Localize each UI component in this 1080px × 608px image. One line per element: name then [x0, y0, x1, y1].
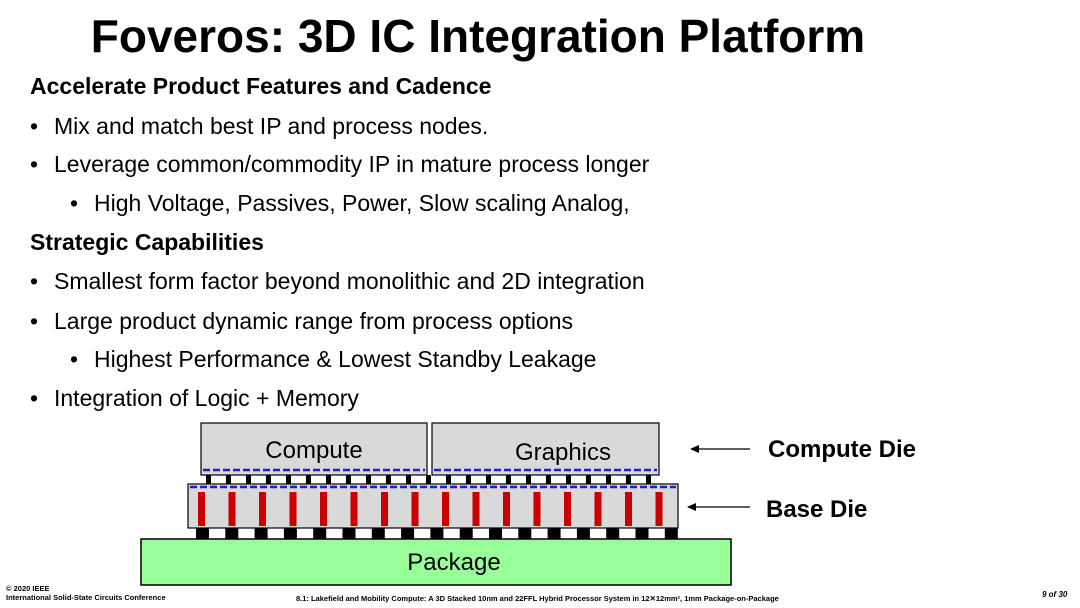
package-bump [459, 528, 473, 539]
package-bump [547, 528, 561, 539]
micro-bump [546, 475, 551, 484]
compute-die-block [200, 422, 428, 476]
base-die-callout: Base Die [766, 496, 868, 523]
tsv-pillar [625, 492, 632, 526]
package-bump [518, 528, 532, 539]
micro-bump [426, 475, 431, 484]
package-bump [254, 528, 268, 539]
compute-die-callout: Compute Die [768, 436, 917, 463]
bullet-dot: • [30, 151, 39, 177]
tsv-pillar [228, 492, 236, 526]
package-bump [342, 528, 356, 539]
bullet-text: Leverage common/commodity IP in mature p… [54, 151, 650, 177]
tsv-pillar [381, 492, 388, 526]
package-bump [606, 528, 620, 539]
tsv-pillar [472, 492, 480, 526]
micro-bump [306, 475, 311, 484]
micro-bump [606, 475, 611, 484]
micro-bump [466, 475, 471, 484]
micro-bump [386, 475, 391, 484]
package-label: Package [407, 549, 501, 576]
base-die-arrow [687, 503, 750, 511]
bullet-dot: • [30, 268, 39, 294]
tsv-pillar [198, 492, 205, 526]
micro-bump [286, 475, 291, 484]
package-bump [489, 528, 502, 539]
micro-bump [266, 475, 271, 484]
micro-bump [526, 475, 531, 484]
bullet-text: Large product dynamic range from process… [54, 308, 574, 334]
package-bump [664, 528, 678, 539]
compute-label: Compute [265, 437, 363, 464]
package-bump [313, 528, 327, 539]
bullet-dot: • [70, 190, 79, 216]
bullet-dot: • [30, 113, 39, 139]
package-bump [225, 528, 239, 539]
tsv-pillar [320, 492, 327, 526]
bullet-text: High Voltage, Passives, Power, Slow scal… [94, 190, 630, 216]
bullet-dot: • [30, 308, 39, 334]
micro-bumps-group [206, 475, 651, 484]
compute-die-arrow [690, 445, 750, 453]
package-bump [576, 528, 590, 539]
micro-bump [486, 475, 491, 484]
micro-bump [566, 475, 571, 484]
micro-bump [346, 475, 351, 484]
tsv-pillar [655, 492, 663, 526]
graphics-die-block [431, 422, 660, 476]
tsv-pillar [411, 492, 419, 526]
micro-bump [626, 475, 631, 484]
bullet-text: Mix and match best IP and process nodes. [54, 113, 489, 139]
footer-conference: International Solid-State Circuits Confe… [6, 593, 166, 602]
tsv-pillar [259, 492, 266, 526]
micro-bump [246, 475, 251, 484]
bullet-dot: • [70, 346, 79, 372]
tsv-pillar [564, 492, 571, 526]
micro-bump [646, 475, 651, 484]
bullet-text: Integration of Logic + Memory [54, 385, 359, 411]
micro-bump [406, 475, 411, 484]
slide-title: Foveros: 3D IC Integration Platform [90, 10, 866, 62]
bullet-text: Smallest form factor beyond monolithic a… [54, 268, 645, 294]
bullet-text: Highest Performance & Lowest Standby Lea… [94, 346, 597, 372]
package-bump [371, 528, 385, 539]
section-heading-accelerate: Accelerate Product Features and Cadence [30, 73, 492, 99]
base-bumps-group [196, 528, 678, 539]
micro-bump [366, 475, 371, 484]
tsv-pillar [442, 492, 449, 526]
graphics-label: Graphics [514, 439, 612, 466]
footer-page-number: 9 of 30 [1042, 590, 1068, 599]
tsv-pillar [533, 492, 541, 526]
footer-paper-title: 8.1: Lakefield and Mobility Compute: A 3… [296, 594, 779, 603]
package-bump [430, 528, 444, 539]
tsv-pillar [289, 492, 297, 526]
footer-copyright-block: © 2020 IEEE International Solid-State Ci… [6, 584, 166, 602]
tsv-pillar [594, 492, 602, 526]
micro-bump [446, 475, 451, 484]
tsv-pillar [350, 492, 358, 526]
tsv-pillar [503, 492, 510, 526]
package-bump [283, 528, 297, 539]
package-bump [401, 528, 415, 539]
package-block [140, 538, 732, 586]
package-bump [635, 528, 649, 539]
micro-bump [206, 475, 211, 484]
tsv-group [198, 492, 663, 526]
micro-bump [326, 475, 331, 484]
section-heading-strategic: Strategic Capabilities [30, 229, 264, 255]
package-bump [196, 528, 209, 539]
micro-bump [506, 475, 511, 484]
footer-copyright: © 2020 IEEE [6, 584, 50, 593]
micro-bump [226, 475, 231, 484]
bullet-dot: • [30, 385, 39, 411]
micro-bump [586, 475, 591, 484]
